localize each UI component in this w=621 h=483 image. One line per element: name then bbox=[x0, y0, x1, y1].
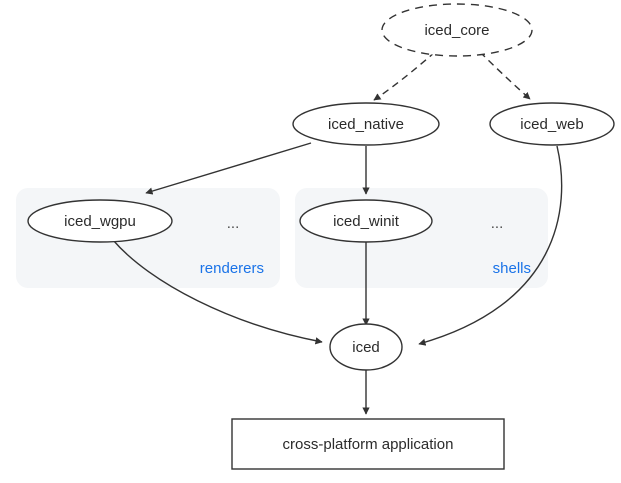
node-iced-core-shape[interactable] bbox=[381, 3, 533, 57]
node-iced-shape[interactable] bbox=[329, 323, 403, 371]
node-iced-wgpu[interactable]: iced_wgpu bbox=[27, 199, 173, 243]
edge-iced_core-to-iced_native bbox=[373, 51, 436, 101]
node-application-label: cross-platform application bbox=[283, 436, 454, 453]
node-iced-web[interactable]: iced_web bbox=[489, 102, 615, 146]
cluster-shells-label: shells bbox=[493, 260, 531, 277]
node-iced-native[interactable]: iced_native bbox=[292, 102, 440, 146]
edge-iced_native-to-iced_wgpu bbox=[145, 142, 312, 195]
node-application-shape[interactable] bbox=[231, 418, 505, 470]
node-iced[interactable]: iced bbox=[329, 323, 403, 371]
node-application[interactable]: cross-platform application bbox=[231, 418, 505, 470]
node-renderers-more-label: ... bbox=[227, 215, 240, 232]
edge-iced_core-to-iced_web bbox=[479, 51, 531, 100]
node-iced-native-shape[interactable] bbox=[292, 102, 440, 146]
node-iced-winit[interactable]: iced_winit bbox=[299, 199, 433, 243]
node-iced-winit-shape[interactable] bbox=[299, 199, 433, 243]
node-shells-more-label: ... bbox=[491, 215, 504, 232]
edge-iced_web-to-iced bbox=[418, 145, 563, 346]
node-iced-web-shape[interactable] bbox=[489, 102, 615, 146]
cluster-renderers-label: renderers bbox=[200, 260, 264, 277]
node-iced-core[interactable]: iced_core bbox=[381, 3, 533, 57]
node-iced-wgpu-shape[interactable] bbox=[27, 199, 173, 243]
edge-iced_wgpu-to-iced bbox=[112, 239, 323, 345]
